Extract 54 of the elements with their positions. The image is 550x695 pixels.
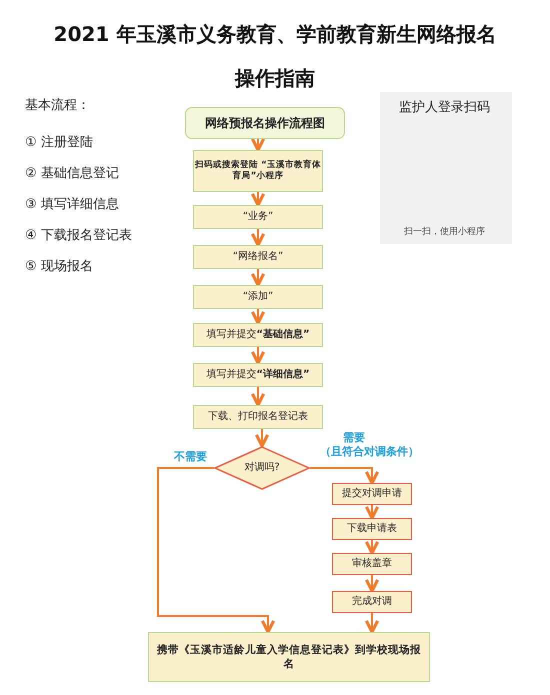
process-box [185,107,345,139]
arrow [250,387,266,407]
node-text: 扫码或搜索登陆 “玉溪市教育体育局”小程序 [195,160,321,182]
arrow [157,467,276,634]
process-box [193,323,323,347]
process-box [332,591,412,613]
process-box [193,405,323,429]
process-box [148,632,430,682]
step-item: ③ 填写详细信息 [25,196,119,213]
process-box [332,518,412,540]
condition-note: （且符合对调条件） [320,444,419,459]
process-box [332,483,412,505]
step-item: ① 注册登陆 [25,134,93,151]
arrow [250,137,266,152]
heading: 基本流程： [25,97,90,114]
scan-hint: 扫一扫，使用小程序 [404,226,485,238]
node-text: 携带《玉溪市适龄儿童入学信息登记表》到学校现场报名 [156,642,422,672]
decision-diamond [214,446,310,490]
arrow [250,269,266,287]
arrow [250,309,266,325]
node-text: 下载申请表 [347,522,397,536]
node-text: “业务” [242,210,274,224]
process-box [332,553,412,575]
process-box [193,285,323,309]
node-text: 对调吗? [244,461,280,475]
step-item: ⑤ 现场报名 [25,258,93,275]
node-text: 填写并提交“基础信息” [206,328,310,342]
arrow [364,540,380,555]
arrow [250,192,266,207]
process-box [193,150,323,192]
node-text: 填写并提交“详细信息” [206,368,310,382]
edge-label: 需要 [343,430,365,445]
arrow [250,347,266,365]
node-text: 下载、打印报名登记表 [208,410,308,424]
arrow [250,229,266,247]
arrow [310,467,380,485]
title: 2021 年玉溪市义务教育、学前教育新生网络报名操作指南 [52,21,498,92]
process-box [193,205,323,229]
arrow [364,613,380,634]
node-text: 完成对调 [352,595,392,609]
node-text: 审核盖章 [352,557,392,571]
step-item: ② 基础信息登记 [25,165,119,182]
edge-label: 不需要 [174,449,207,464]
arrow [364,505,380,520]
arrow [254,429,270,448]
node-text: 提交对调申请 [342,487,402,501]
process-box [193,245,323,269]
arrow [364,575,380,593]
process-box [193,363,323,387]
scan-heading: 监护人登录扫码 [399,99,490,116]
node-text: “添加” [242,290,274,304]
step-item: ④ 下载报名登记表 [25,227,132,244]
node-text: 网络预报名操作流程图 [205,114,325,132]
node-text: “网络报名” [232,250,284,264]
